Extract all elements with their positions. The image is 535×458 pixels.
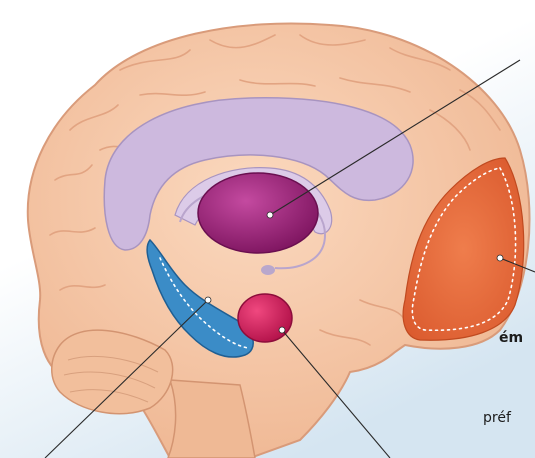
thalamus-dot [267, 212, 273, 218]
amygdala [238, 294, 292, 342]
hippocampus-dot [205, 297, 211, 303]
prefrontal-label-fragment: préf [483, 411, 511, 425]
prefrontal-dot [497, 255, 503, 261]
thalamus [198, 173, 318, 253]
amygdala-dot [279, 327, 285, 333]
brainstem [168, 380, 255, 458]
emotion-label-fragment: ém [499, 331, 523, 345]
small-nucleus [261, 265, 275, 275]
